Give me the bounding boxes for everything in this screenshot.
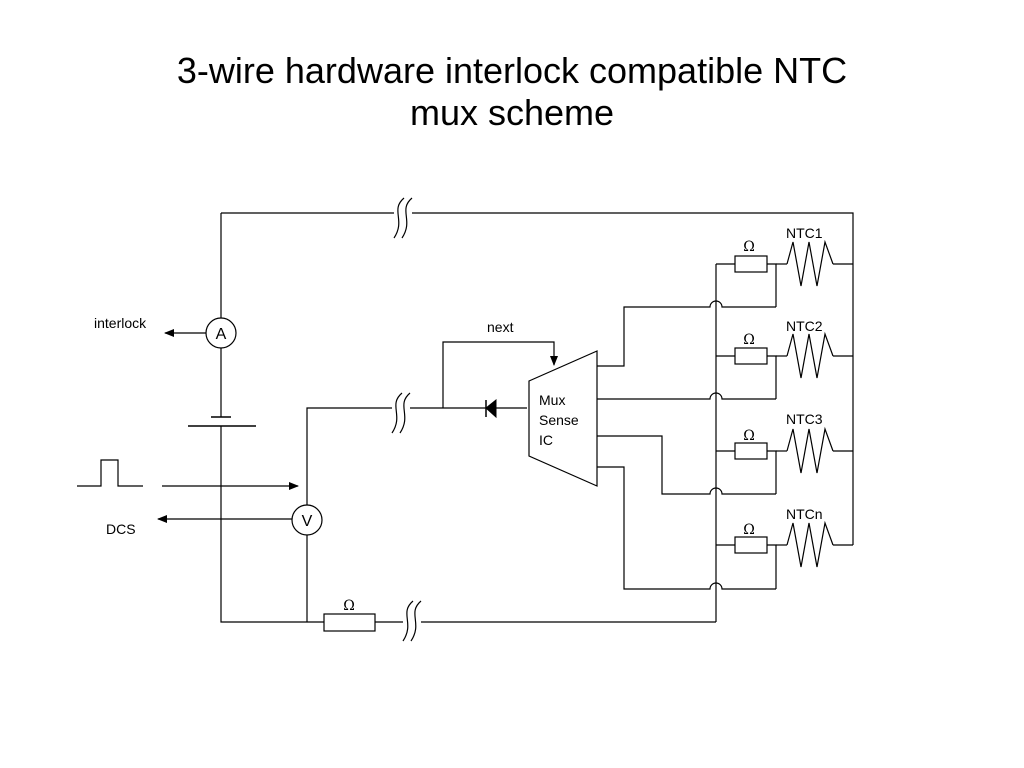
ntc-label-3: NTC3 xyxy=(786,411,823,427)
sense-wire xyxy=(306,407,527,505)
ntc-thermistor-1 xyxy=(786,239,834,287)
series-resistor-3 xyxy=(734,442,768,460)
ohm-symbol-1: Ω xyxy=(743,239,755,255)
voltmeter: V xyxy=(291,504,323,536)
ntc-channel-n: Ω NTCn xyxy=(716,506,853,589)
ntc-label-n: NTCn xyxy=(786,506,823,522)
mux-label-line-3: IC xyxy=(539,432,553,448)
ammeter: A xyxy=(205,317,237,349)
ammeter-label: A xyxy=(216,326,227,343)
mux-output-channel-3 xyxy=(597,435,776,495)
sense-wire-break-symbol xyxy=(391,392,411,434)
ntc-thermistor-2 xyxy=(786,331,834,379)
ntc-channel-1: Ω NTC1 xyxy=(716,225,853,307)
mux-label-line-1: Mux xyxy=(539,392,565,408)
mux-sense-ic: Mux Sense IC xyxy=(528,350,598,487)
ntc-label-2: NTC2 xyxy=(786,318,823,334)
top-wire xyxy=(220,212,854,545)
bottom-wire xyxy=(220,426,716,623)
ntc-channel-3: Ω NTC3 xyxy=(716,411,853,494)
series-resistor-1 xyxy=(734,255,768,273)
bottom-ohm-symbol: Ω xyxy=(343,598,355,614)
mux-output-channel-1 xyxy=(597,300,776,367)
voltmeter-label: V xyxy=(302,513,313,530)
ntc-channel-2: Ω NTC2 xyxy=(716,318,853,399)
series-resistor-n xyxy=(734,536,768,554)
ohm-symbol-n: Ω xyxy=(743,522,755,538)
series-resistor-2 xyxy=(734,347,768,365)
ntc-thermistor-3 xyxy=(786,426,834,474)
bottom-resistor: Ω xyxy=(323,598,376,632)
interlock-label: interlock xyxy=(94,315,147,331)
next-signal-arrow xyxy=(442,341,558,408)
ohm-symbol-3: Ω xyxy=(743,428,755,444)
ohm-symbol-2: Ω xyxy=(743,332,755,348)
mux-output-channel-2 xyxy=(597,392,776,400)
top-wire-break-symbol xyxy=(393,197,413,239)
bottom-wire-break-symbol xyxy=(402,600,422,642)
battery-symbol xyxy=(188,416,256,427)
ntc-label-1: NTC1 xyxy=(786,225,823,241)
diode-symbol xyxy=(485,398,497,419)
pulse-waveform xyxy=(77,459,143,487)
title-line-1: 3-wire hardware interlock compatible NTC xyxy=(176,50,848,91)
dcs-label: DCS xyxy=(106,521,136,537)
page-title: 3-wire hardware interlock compatible NTC… xyxy=(0,50,1024,134)
mux-label-line-2: Sense xyxy=(539,412,579,428)
title-line-2: mux scheme xyxy=(409,92,615,133)
next-label: next xyxy=(487,319,514,335)
mux-output-channel-n xyxy=(597,466,776,590)
ntc-thermistor-n xyxy=(786,520,834,568)
